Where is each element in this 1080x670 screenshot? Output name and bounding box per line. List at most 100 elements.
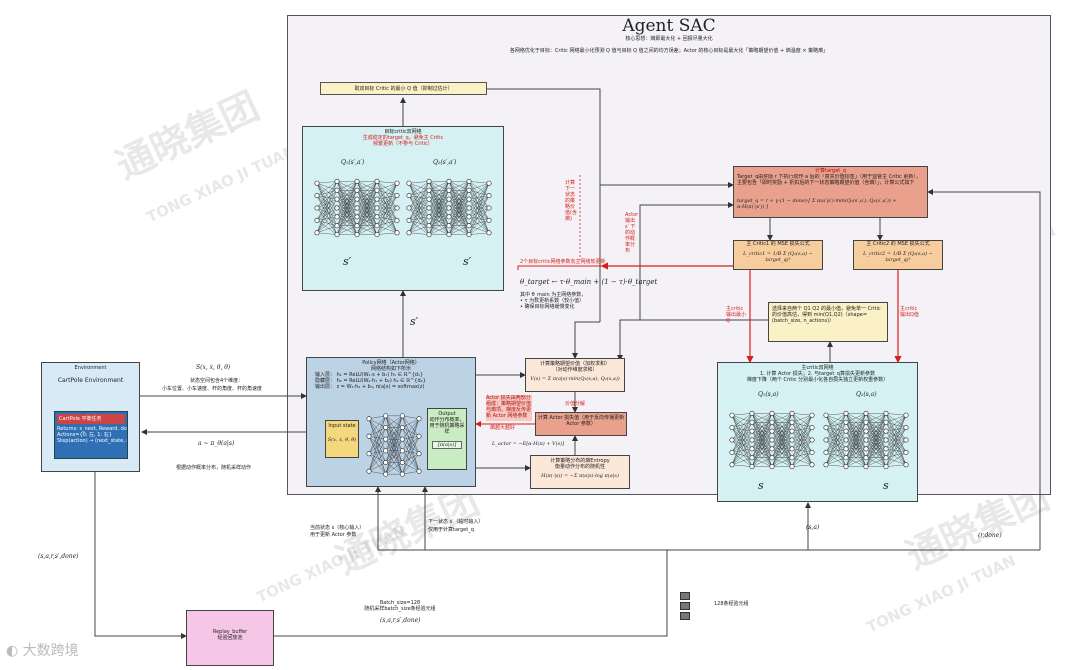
main-q2-label: Q₂(s,a)	[856, 391, 877, 398]
policy-desc: 网络结构如下所示	[370, 366, 411, 372]
main-critic-panel: 主critic双网络 1. 计算 Actor 损失；2. 与target_q算损…	[717, 362, 918, 502]
main-q1-label: Q₁(s,a)	[758, 391, 779, 398]
expected-value-box: 计算策略期望价值（加权求和） （对动作维度求和） V(s) = Σ π(a|s)…	[525, 358, 625, 392]
policy-output-formula: [π(a|s)]	[432, 441, 462, 449]
target-critic-panel: 目标critic双网络 生成稳定的target_q，避免主 Critic 频繁更…	[302, 126, 504, 291]
target-critic-desc-2: 频繁更新（不参与 Critic）	[373, 141, 433, 147]
soft-update-formula: θ_target ← τ·θ_main + (1 − τ)·θ_target	[520, 278, 658, 286]
target-q1-label: Q₁(s′,a′)	[341, 159, 365, 166]
target-q-desc: Target_q由奖励 r 下执行动作 a 后的「真实价值标签」（用于监督主 C…	[737, 174, 921, 186]
expected-value-formula: V(s) = Σ π(a|s)·min(Q₁(s,a), Q₂(s,a))	[530, 376, 620, 382]
environment-title: Environment	[74, 365, 107, 371]
policy-input-formula: S(x, ẋ, θ, θ̇)	[327, 437, 357, 443]
entropy-title: 计算策略分布的熵Entropy	[550, 458, 610, 464]
actor-loss-note-low: 熵越大越好	[490, 425, 516, 431]
agent-title: Agent SAC	[622, 16, 716, 36]
entropy-box: 计算策略分布的熵Entropy 衡量动作分布的随机性 H(π(·|s)) = −…	[530, 455, 630, 489]
batch-line2: 随机采样batch_size条经验元组	[364, 606, 436, 612]
brand-logo: ◐ 大数跨境	[6, 640, 79, 660]
min-target-note: 取双目标 Critic 的最小 Q 值（抑制过估计）	[320, 82, 487, 95]
target-critic-net-2	[406, 178, 492, 238]
agent-subtitle: 核心思想：熵即最大化 + 回报尽量大化	[625, 36, 713, 42]
replay-title: Replay_buffer	[212, 629, 248, 635]
target-q2-label: Q₂(s′,a′)	[433, 159, 457, 166]
actor-loss-formula: L_actor = −E[α·H(π) + V(s)]	[492, 441, 565, 447]
policy-title: Policy网络（Actor网络）	[362, 360, 420, 366]
policy-output-box: Output 动作分布概率，用于随机策略采样 [π(a|s)]	[427, 408, 467, 470]
main-critic-net-1	[729, 410, 815, 470]
replay-subtitle: 经验回放池	[217, 635, 243, 641]
policy-formula-2: 隐藏层： h₂ = ReLU(W₂·h₁ + b₂) h₂ ∈ ℝ^{d₂}	[315, 378, 426, 384]
target-critic-desc-1: 生成稳定的target_q，避免主 Critic	[362, 135, 444, 141]
main-critic-net-2	[823, 410, 909, 470]
action-arrow-desc: 根据动作概率分布，随机采样动作	[176, 465, 252, 471]
mse2-title: 主 Critic2 的 MSE 损失公式	[866, 241, 930, 247]
main-critic-desc-2: 梯度下降（两个 Critic 分别最小化各自损失独立更新权重参数）	[746, 377, 889, 383]
red-note-left: 主critic 输出最小Q	[726, 306, 747, 324]
environment-code-3: Step(action) → (next_state, reward, done…	[57, 438, 127, 444]
actor-loss-note: Actor 损失由两部分组成：策略期望价值与熵项，梯度反传更新 Actor 网络…	[486, 395, 532, 421]
soft-update-label: 2个目标critic网络参数向主网络软更新	[520, 259, 606, 265]
next-state-line1: 下一状态 s′（临时输入）	[428, 519, 484, 525]
entropy-subtitle: 衡量动作分布的随机性	[554, 464, 605, 470]
actor-out-note: Actor 输出 s′ 下的动作概率分布	[625, 212, 639, 254]
mse2-box: 主 Critic2 的 MSE 损失公式 L_critic2 = 1/B Σ (…	[853, 240, 943, 270]
transition-label: (s,a,r,s′,done)	[38, 553, 79, 560]
environment-panel: Environment CartPole Environment CartPol…	[41, 362, 140, 472]
mse2-formula: L_critic2 = 1/B Σ (Q₂(s,a) − target_q)²	[863, 251, 933, 263]
brand-logo-text: 大数跨境	[22, 643, 79, 659]
samples-stack-icon	[680, 592, 690, 620]
sa-label: (s,a)	[806, 524, 820, 531]
expected-value-title: 计算策略期望价值（加权求和）	[539, 361, 610, 367]
actor-loss-title: 计算 Actor 损失值（用于反向传播更新 Actor 参数）	[537, 415, 625, 427]
target-s-right: s′	[463, 255, 472, 268]
target-q-title: 计算target_q	[815, 168, 846, 174]
red-note-right: 主critic 输出Q值	[900, 306, 919, 318]
environment-screen: CartPole 平衡任务 Returns: s_next, Reward, d…	[54, 411, 128, 459]
policy-input-box: Input state S(x, ẋ, θ, θ̇)	[325, 420, 359, 458]
current-state-line2: 用于更新 Actor 参数	[310, 532, 357, 538]
environment-name: CartPole Environment	[57, 377, 124, 384]
state-arrow-desc: 状态空间包含4个维度：	[190, 378, 244, 384]
actor-loss-note-top: 价值分解	[565, 401, 586, 407]
policy-output-label: Output	[438, 411, 456, 417]
main-critic-title: 主critic双网络	[801, 365, 834, 371]
main-s-right: s	[883, 479, 889, 492]
min-q-box: 选择来自两个 Q1 Q2 的最小值，避免单一 Critic 的价值高估，得到 m…	[768, 302, 888, 342]
policy-formula-3: 输出层： z = W₃·h₂ + b₃, π(a|s) = softmax(z)	[315, 384, 425, 390]
actor-loss-box: 计算 Actor 损失值（用于反向传播更新 Actor 参数）	[535, 412, 627, 436]
target-q-formula: target_q = r + γ·(1 − done)·[ Σ π(a′|s′)…	[737, 198, 897, 210]
state-arrow-desc2: 小车位置、小车速度、杆的角度、杆的角速度	[162, 386, 263, 392]
mse1-formula: L_critic1 = 1/B Σ (Q₁(s,a) − target_q)²	[743, 251, 813, 263]
rdone-label: (r,done)	[978, 532, 1002, 539]
batch-tuple: (s,a,r,s′,done)	[380, 617, 421, 624]
policy-formula-1: 输入层： h₁ = ReLU(W₁·s + b₁) h₁ ∈ ℝ^{d₁}	[315, 372, 424, 378]
mse1-title: 主 Critic1 的 MSE 损失公式	[746, 241, 810, 247]
soft-update-note-2: • τ 为软更新系数（较小值）	[520, 298, 585, 304]
replay-buffer: Replay_buffer 经验回放池	[186, 610, 274, 666]
target-q-box: 计算target_q Target_q由奖励 r 下执行动作 a 后的「真实价值…	[733, 166, 928, 218]
policy-net	[366, 413, 422, 477]
action-arrow-formula: a ~ π_θ(a|s)	[198, 440, 235, 447]
target-critic-net-1	[314, 178, 400, 238]
policy-output-desc: 动作分布概率，用于随机策略采样	[429, 417, 465, 435]
brand-logo-icon: ◐	[6, 643, 19, 659]
s-prime-label: s′	[410, 315, 419, 328]
environment-code-1: Returns: s_next, Reward, done, info	[57, 426, 127, 432]
current-state-line1: 当前状态 s（核心输入）	[310, 525, 365, 531]
main-s-left: s	[758, 479, 764, 492]
soft-update-note-1: 其中 θ_main 为主网络参数，	[520, 292, 587, 298]
compute-next-note: 计算下一状态的策略价值(含熵)	[565, 180, 577, 222]
main-critic-desc-1: 1. 计算 Actor 损失；2. 与target_q算损失更新参数	[760, 371, 875, 377]
next-state-line2: 仅用于计算target_q	[428, 527, 474, 533]
target-s-left: s′	[343, 255, 352, 268]
target-critic-title: 目标critic双网络	[384, 129, 422, 135]
expected-value-subtitle: （对动作维度求和）	[552, 367, 598, 373]
agent-objective: 各网络优化于目标：Critic 网络最小化预测 Q 值与目标 Q 值之间的均方误…	[509, 48, 829, 54]
entropy-formula: H(π(·|s)) = −Σ π(a|s)·log π(a|s)	[541, 473, 619, 479]
policy-input-label: Input state	[328, 423, 356, 429]
batch-line1: Batch_size=128	[379, 600, 421, 606]
policy-panel: Policy网络（Actor网络） 网络结构如下所示 输入层： h₁ = ReL…	[306, 357, 476, 487]
samples-label: 128条经验元组	[714, 601, 749, 607]
